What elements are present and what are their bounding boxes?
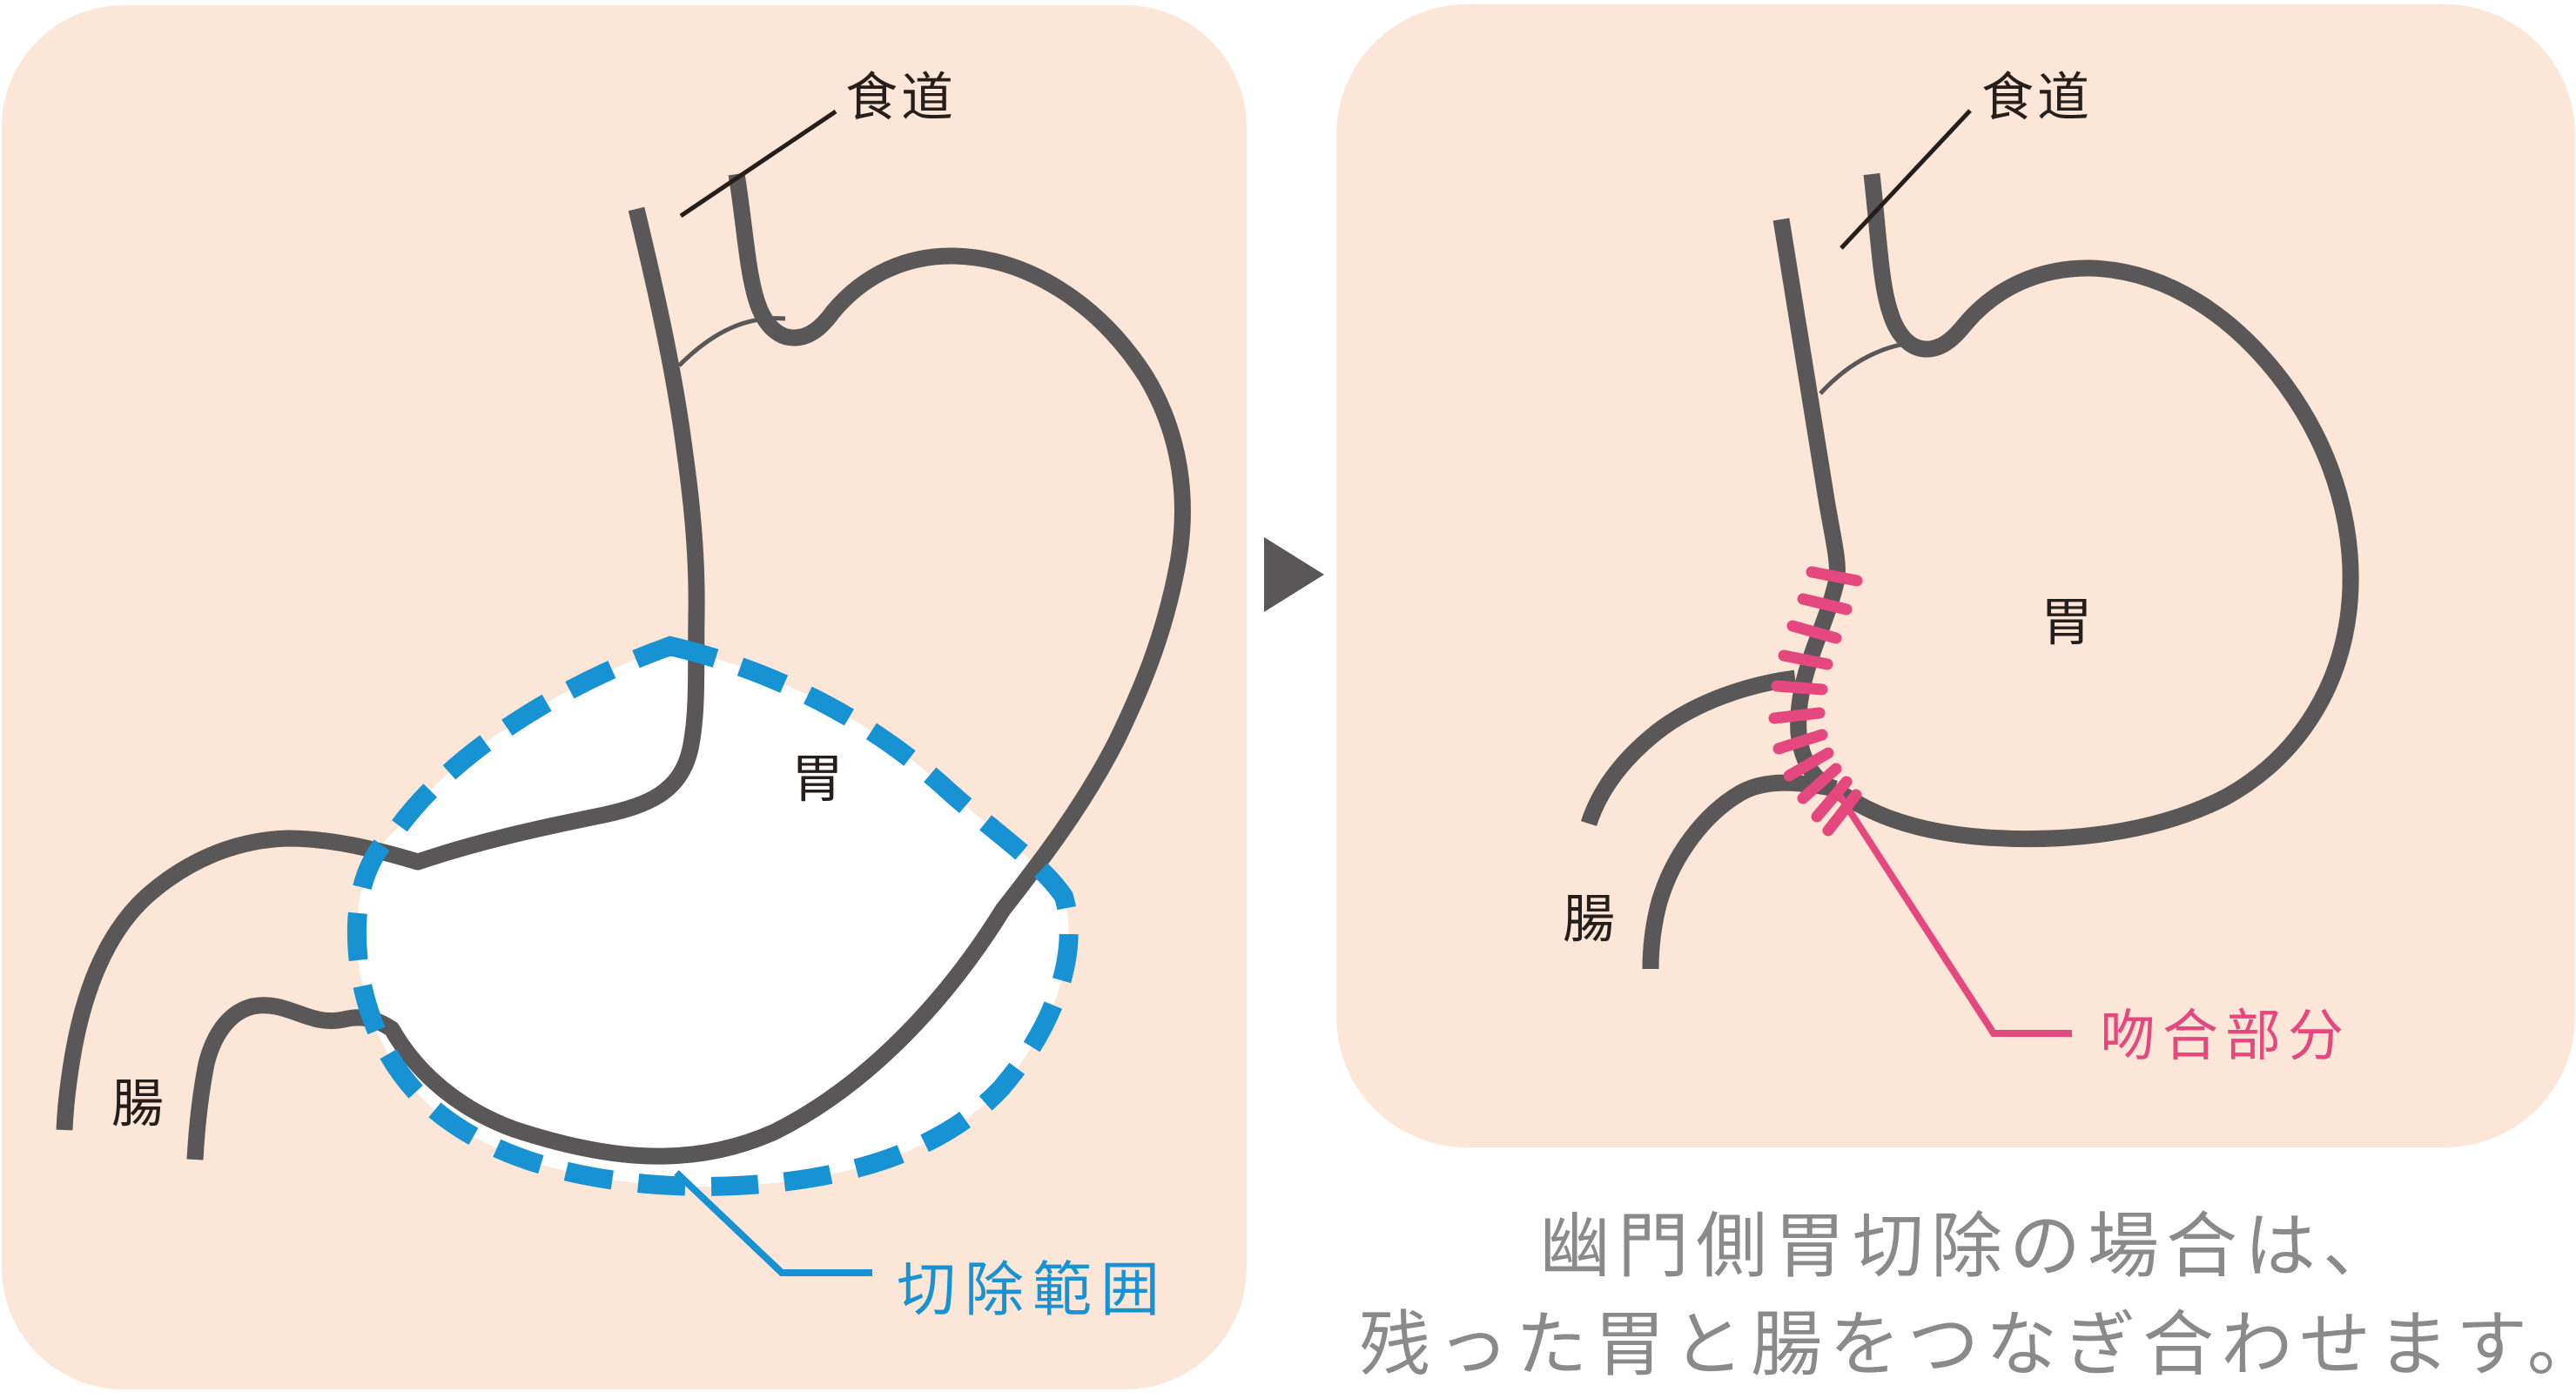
after-surgery-panel: [1336, 4, 2575, 1147]
anastomosis-label: 吻合部分: [2100, 1005, 2351, 1067]
esophagus-leader-line-right: [1840, 109, 1972, 250]
suture-ticks: [1768, 566, 1863, 837]
esophagus-label-right: 食道: [1981, 69, 2093, 127]
after-surgery-drawing: 食道 胃 腸 吻合部分: [1563, 69, 2359, 1067]
suture-tick: [1786, 620, 1842, 644]
intestine-upper-wall-right: [1580, 669, 1797, 827]
suture-tick: [1783, 747, 1834, 782]
suture-tick: [1778, 649, 1833, 670]
intestine-lower-wall-right: [1642, 774, 1837, 970]
suture-tick: [1797, 763, 1842, 804]
suture-tick: [1822, 789, 1862, 837]
suture-tick: [1797, 593, 1853, 615]
esophagus-leader-line-left: [679, 109, 837, 219]
esophagus-and-duodenum-outline-left: [56, 206, 705, 1131]
resection-range-label: 切除範囲: [897, 1257, 1168, 1323]
stomach-label-left: 胃: [791, 750, 847, 809]
resection-leader-line: [674, 1170, 872, 1276]
suture-tick: [1811, 776, 1853, 823]
cardia-fold-line-right: [1819, 340, 1921, 395]
caption-text: 幽門側胃切除の場合は、 残った胃と腸をつなぎ合わせます。: [1359, 1207, 2576, 1385]
suture-tick: [1772, 729, 1828, 755]
caption-line-2: 残った胃と腸をつなぎ合わせます。: [1359, 1306, 2576, 1385]
anastomosis-leader-line: [1835, 791, 2072, 1037]
suture-tick: [1768, 707, 1826, 724]
intestine-label-left: 腸: [111, 1075, 167, 1133]
intestine-label-right: 腸: [1563, 891, 1618, 949]
suture-tick: [1771, 680, 1828, 696]
stomach-label-right: 胃: [2041, 594, 2096, 652]
stomach-outline-right: [1830, 172, 2359, 848]
before-surgery-drawing: 食道 胃 腸 切除範囲: [56, 69, 1191, 1323]
esophagus-label-left: 食道: [845, 69, 957, 127]
cardia-fold-line-left: [677, 316, 786, 367]
caption-line-1: 幽門側胃切除の場合は、: [1539, 1207, 2401, 1287]
stomach-outline-left: [186, 172, 1191, 1165]
arrow-right-icon: [1264, 537, 1324, 612]
suture-tick: [1806, 566, 1863, 587]
